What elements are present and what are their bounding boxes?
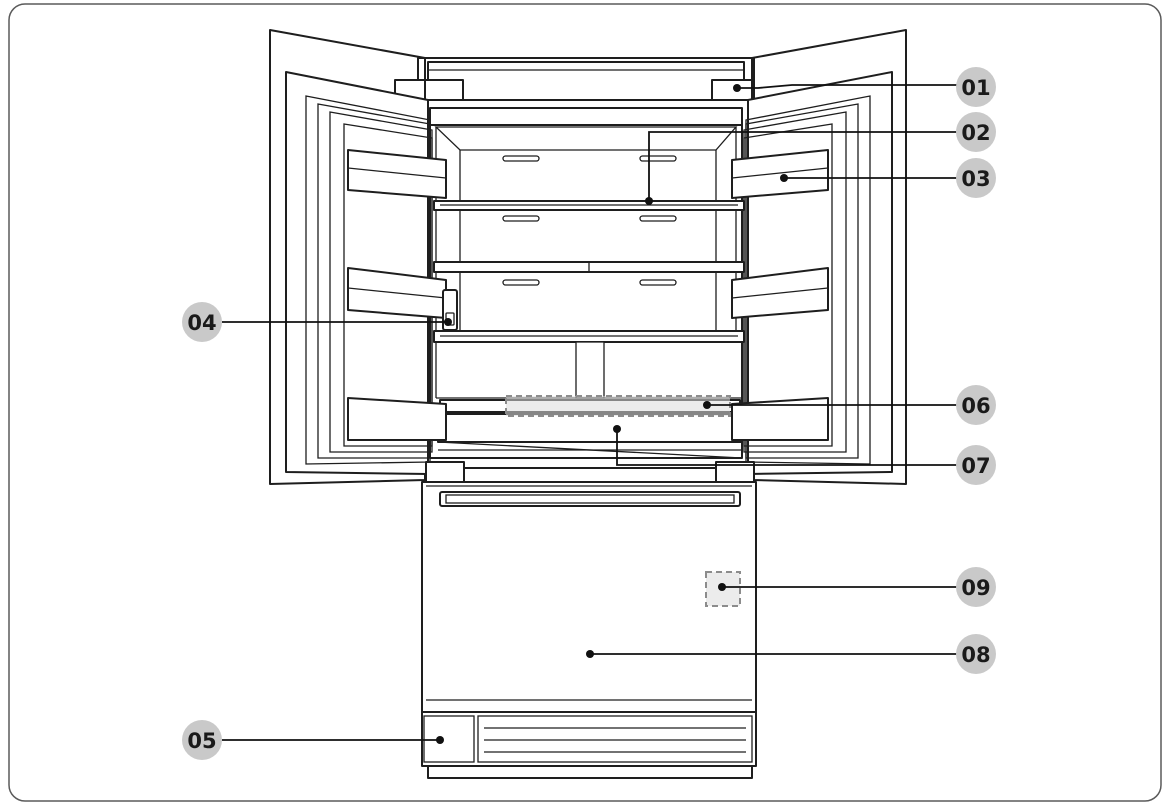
callout-08: 08 (956, 634, 996, 674)
leader-04-dot (444, 318, 452, 326)
leader-03-dot (780, 174, 788, 182)
callout-05-label: 05 (187, 729, 216, 753)
callout-06: 06 (956, 385, 996, 425)
callout-03-label: 03 (961, 167, 990, 191)
left-door-bin-bottom (347, 397, 447, 441)
callout-08-label: 08 (961, 643, 990, 667)
drawer-handle (439, 491, 741, 507)
callout-leaders (222, 84, 958, 744)
leader-07 (616, 429, 958, 466)
callout-09-label: 09 (961, 576, 990, 600)
leader-06-dot (703, 401, 711, 409)
leader-01-dot (733, 84, 741, 92)
light-strip-highlight (505, 395, 731, 417)
callout-04: 04 (182, 302, 222, 342)
callout-badges: 01 02 03 04 06 07 09 08 (182, 67, 996, 760)
left-door-bin-top (347, 149, 447, 199)
leader-02 (648, 131, 958, 201)
glass-shelves (433, 200, 745, 343)
callout-01: 01 (956, 67, 996, 107)
callout-07-label: 07 (961, 454, 990, 478)
crisper-drawer-front (437, 413, 743, 443)
right-door-bin-bottom (731, 397, 829, 441)
callout-03: 03 (956, 158, 996, 198)
base-plinth (427, 765, 753, 779)
callout-07: 07 (956, 445, 996, 485)
leader-05-dot (436, 736, 444, 744)
callout-01-label: 01 (961, 76, 990, 100)
left-door (269, 29, 458, 485)
right-hinge (711, 79, 753, 101)
callout-02-label: 02 (961, 121, 990, 145)
callout-06-label: 06 (961, 394, 990, 418)
freezer-drawer (421, 461, 757, 779)
left-drawer-rail (425, 461, 465, 483)
right-door-bin-top (731, 149, 829, 199)
leader-02-dot (645, 197, 653, 205)
top-panel (427, 61, 745, 101)
fridge-illustration (269, 29, 907, 779)
callout-09: 09 (956, 567, 996, 607)
callout-02: 02 (956, 112, 996, 152)
leader-09-dot (718, 583, 726, 591)
leader-01 (737, 84, 958, 89)
callout-05: 05 (182, 720, 222, 760)
callout-04-label: 04 (187, 311, 216, 335)
leader-07-dot (613, 425, 621, 433)
right-door (731, 29, 907, 485)
leader-08-dot (586, 650, 594, 658)
